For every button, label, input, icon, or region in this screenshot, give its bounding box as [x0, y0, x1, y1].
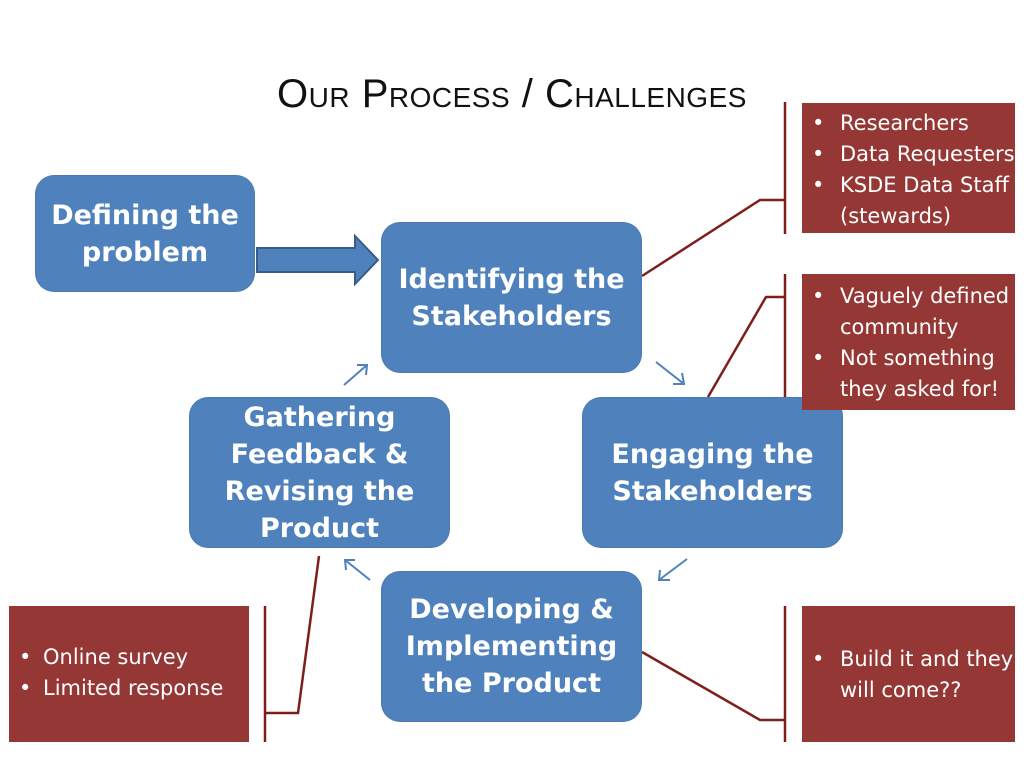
challenge-item: Vaguely defined community [802, 281, 1015, 343]
connector-gathering [263, 555, 321, 742]
challenge-list: Researchers Data Requesters KSDE Data St… [802, 108, 1015, 232]
callout-identifying-stakeholders: Researchers Data Requesters KSDE Data St… [802, 103, 1015, 233]
challenge-item: Researchers [802, 108, 1015, 139]
process-developing-implementing: Developing & Implementing the Product [382, 572, 641, 721]
cycle-arrow-engage-to-develop [657, 558, 688, 581]
process-label: Engaging the Stakeholders [611, 438, 814, 507]
challenge-item: Build it and they will come?? [802, 644, 1015, 706]
callout-gathering-feedback: Online survey Limited response [9, 606, 249, 742]
process-label: Identifying the Stakeholders [398, 263, 625, 332]
process-label: Gathering Feedback & Revising the Produc… [224, 401, 415, 544]
process-label: Developing & Implementing the Product [405, 594, 618, 699]
callout-engaging-stakeholders: Vaguely defined community Not something … [802, 274, 1015, 410]
cycle-arrow-develop-to-gather [343, 559, 371, 581]
challenge-item: Data Requesters [802, 139, 1015, 170]
challenge-item: KSDE Data Staff (stewards) [802, 170, 1015, 232]
challenge-item: Not something they asked for! [802, 343, 1015, 405]
challenge-item: Online survey [9, 642, 249, 673]
challenge-list: Build it and they will come?? [802, 644, 1015, 706]
connector-developing [641, 606, 787, 742]
process-gathering-feedback: Gathering Feedback & Revising the Produc… [190, 398, 449, 547]
cycle-arrow-ident-to-engage [655, 361, 686, 385]
process-identifying-stakeholders: Identifying the Stakeholders [382, 223, 641, 372]
callout-developing-product: Build it and they will come?? [802, 606, 1015, 742]
challenge-list: Vaguely defined community Not something … [802, 281, 1015, 405]
slide-title: Our Process / Challenges [277, 72, 747, 116]
process-defining-the-problem: Defining the problem [36, 176, 254, 291]
flow-arrow-right [256, 233, 380, 287]
connector-identifying [641, 102, 787, 278]
cycle-arrow-gather-to-ident [343, 364, 369, 386]
connector-engaging [706, 274, 787, 410]
process-engaging-stakeholders: Engaging the Stakeholders [583, 398, 842, 547]
challenge-item: Limited response [9, 673, 249, 704]
challenge-list: Online survey Limited response [9, 642, 249, 704]
process-label: Defining the problem [51, 199, 239, 268]
